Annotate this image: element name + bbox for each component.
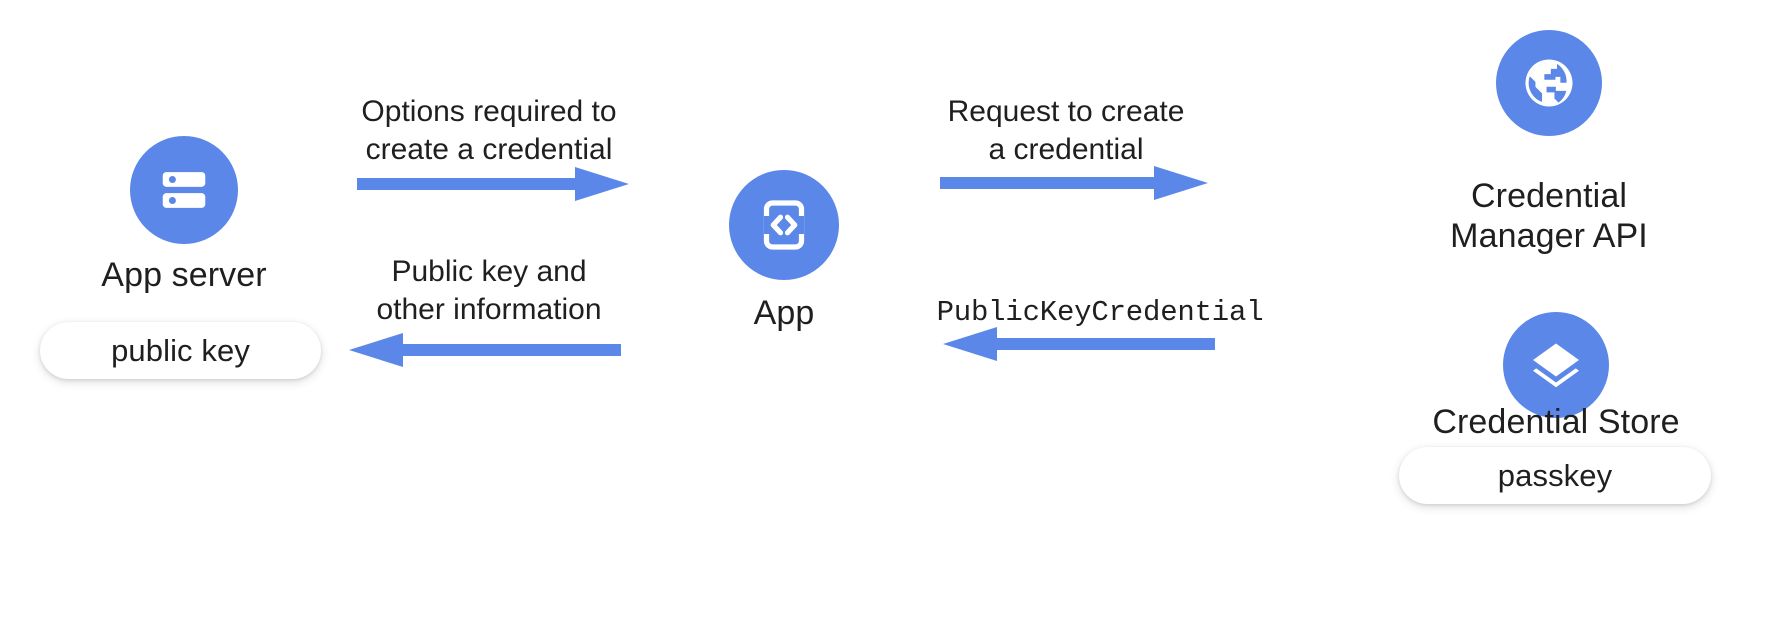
app-icon-badge — [729, 170, 839, 280]
arrow-public-key-credential — [925, 325, 1215, 363]
credential-manager-api-label: Credential Manager API — [1450, 177, 1648, 256]
arrow-request-to-create — [940, 164, 1208, 202]
arrow-label-options-required: Options required to create a credential — [361, 95, 617, 166]
arrow-label-public-key-response: Public key and other information — [376, 255, 602, 326]
arrow-options-required — [357, 165, 629, 203]
arrow-label-public-key-credential: PublicKeyCredential — [936, 296, 1264, 329]
server-icon — [155, 161, 213, 219]
app-code-device-icon — [754, 195, 814, 255]
credential-manager-api-icon-badge — [1496, 30, 1602, 136]
app-server-label: App server — [101, 256, 267, 294]
app-label: App — [753, 294, 815, 332]
layers-icon — [1526, 335, 1586, 395]
app-server-icon-badge — [130, 136, 238, 244]
credential-store-passkey-pill: passkey — [1399, 447, 1711, 504]
arrow-label-request-to-create: Request to create a credential — [947, 95, 1185, 166]
globe-icon — [1518, 52, 1580, 114]
credential-store-label: Credential Store — [1432, 403, 1680, 441]
arrow-public-key-response — [331, 331, 621, 369]
app-server-public-key-pill: public key — [40, 322, 321, 379]
credential-store-icon-badge — [1503, 312, 1609, 418]
